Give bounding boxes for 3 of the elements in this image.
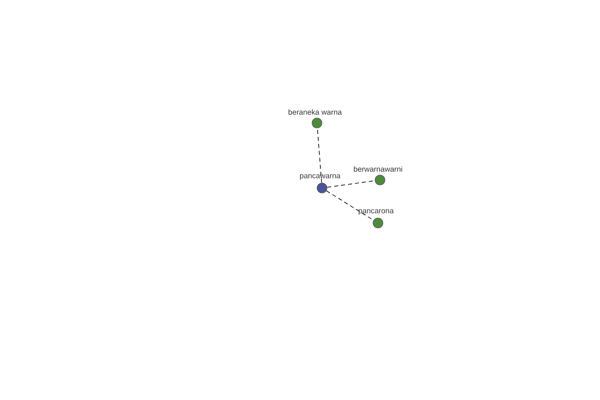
connector [317,128,322,184]
connector [326,180,376,188]
connector [326,190,374,221]
